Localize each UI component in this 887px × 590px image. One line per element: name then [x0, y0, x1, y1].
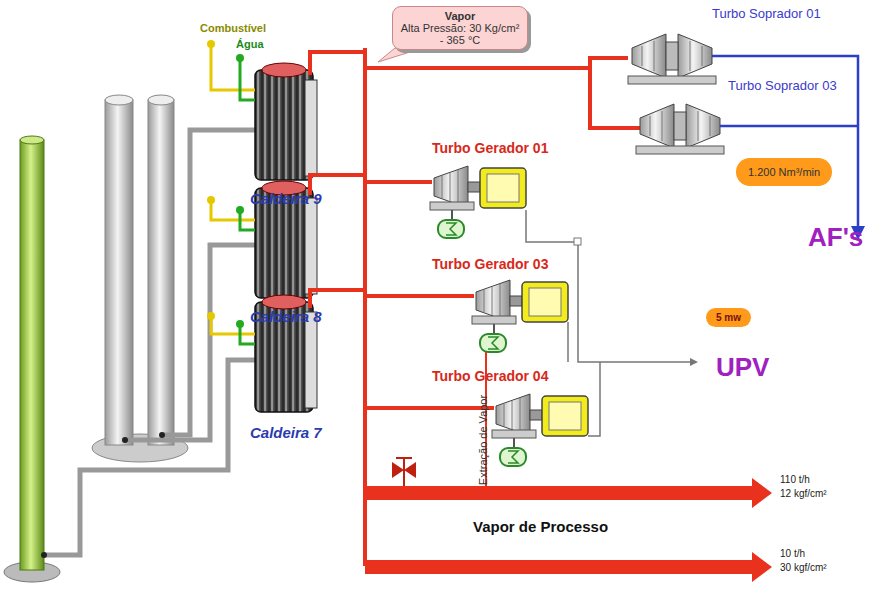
- node-text: 1.200 Nm³/min: [748, 166, 820, 178]
- machine-label: Turbo Soprador 01: [712, 6, 821, 21]
- input-label: Água: [236, 38, 264, 50]
- boiler-label: Caldeira 9: [250, 190, 322, 207]
- callout-box: VaporAlta Pressão: 30 Kg/cm² - 365 °C: [392, 6, 528, 50]
- node-text: Turbo Soprador 01: [712, 6, 821, 21]
- node-text: Caldeira 9: [250, 190, 322, 207]
- machine-label: Turbo Gerador 03: [432, 256, 548, 272]
- input-label: Combustível: [200, 22, 266, 34]
- consumer-label: UPV: [716, 352, 769, 383]
- flow-value: 110 t/h: [780, 474, 810, 485]
- node-text: Alta Pressão: 30 Kg/cm² - 365 °C: [398, 22, 522, 46]
- node-text: Turbo Soprador 03: [728, 78, 837, 93]
- node-text: Turbo Gerador 03: [432, 256, 548, 272]
- flow-value: 30 kgf/cm²: [780, 562, 827, 573]
- valve-symbol: [392, 458, 416, 486]
- flow-value: 12 kgf/cm²: [780, 488, 827, 499]
- cloud-shape: 1.200 Nm³/min: [736, 158, 832, 186]
- node-text: Vapor: [398, 10, 522, 22]
- node-text: Turbo Gerador 04: [432, 368, 548, 384]
- cloud-shape: 5 mw: [706, 308, 751, 327]
- boiler-label: Caldeira 7: [250, 424, 322, 441]
- node-text: Caldeira 7: [250, 424, 322, 441]
- machine-label: Turbo Gerador 04: [432, 368, 548, 384]
- extraction-label: Extração de Vapor: [477, 395, 489, 485]
- machine-label: Turbo Soprador 03: [728, 78, 837, 93]
- node-text: 5 mw: [716, 312, 741, 323]
- node-text: Turbo Gerador 01: [432, 140, 548, 156]
- process-label: Vapor de Processo: [470, 518, 611, 535]
- consumer-label: AF's: [808, 222, 863, 253]
- flow-value: 10 t/h: [780, 548, 805, 559]
- boiler-label: Caldeira 8: [250, 308, 322, 325]
- machine-label: Turbo Gerador 01: [432, 140, 548, 156]
- node-text: Caldeira 8: [250, 308, 322, 325]
